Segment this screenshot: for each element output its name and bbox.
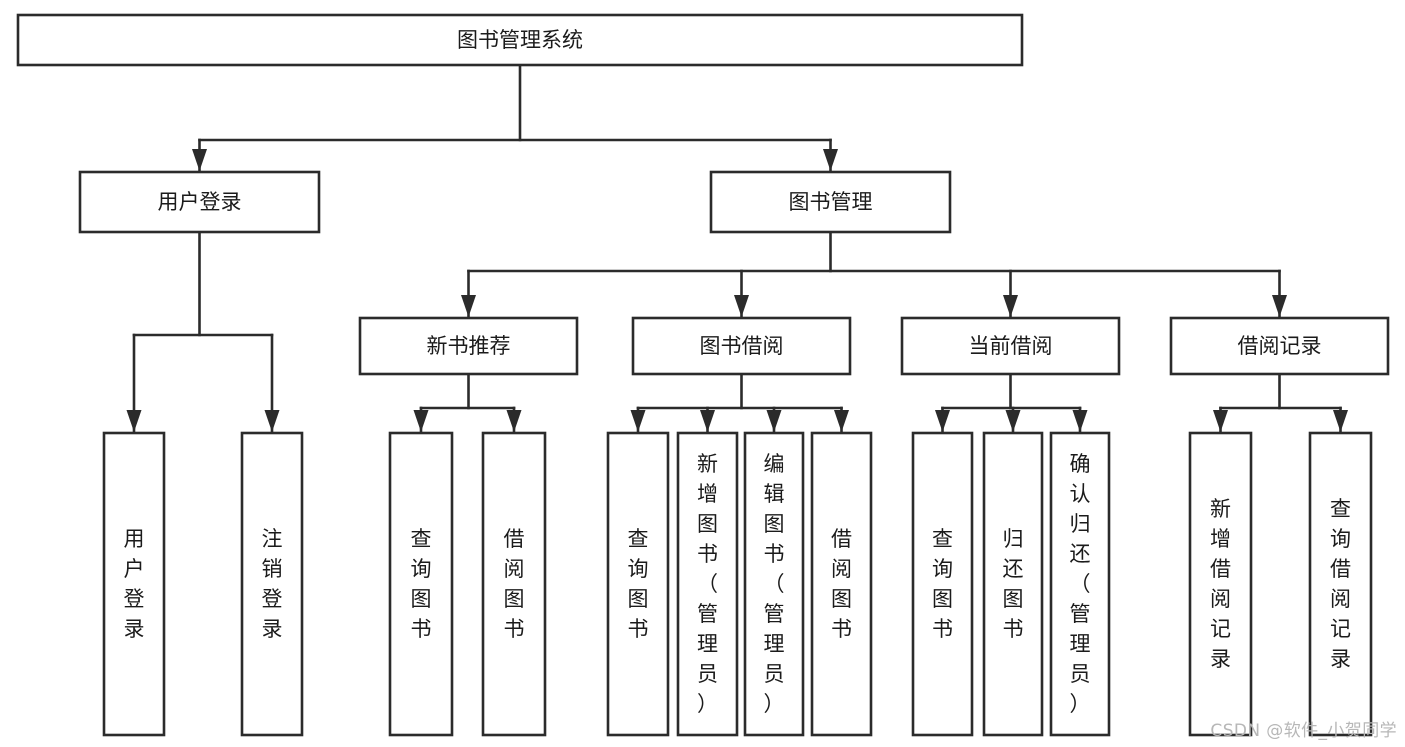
- node-box-root[interactable]: [16, 13, 1024, 67]
- node-box-new-book-recommend[interactable]: [358, 316, 579, 376]
- node-box-leaf-confirm-return[interactable]: [1049, 431, 1111, 737]
- node-label-leaf-user-login: 用户登录: [124, 527, 145, 641]
- node-label-leaf-query-book-3: 查询图书: [932, 527, 953, 641]
- node-box-borrow-records[interactable]: [1169, 316, 1390, 376]
- node-book-manage[interactable]: 图书管理: [709, 170, 952, 234]
- arrow-head-icon: [1003, 295, 1018, 317]
- node-leaf-borrow-book-2[interactable]: 借阅图书: [810, 431, 873, 737]
- node-label-new-book-recommend: 新书推荐: [427, 334, 511, 358]
- arrow-head-icon: [1213, 410, 1228, 432]
- node-box-leaf-add-record[interactable]: [1188, 431, 1253, 737]
- node-box-leaf-query-book-3[interactable]: [911, 431, 974, 737]
- node-box-book-borrow[interactable]: [631, 316, 852, 376]
- arrow-head-icon: [264, 410, 280, 432]
- node-box-user-login[interactable]: [78, 170, 321, 234]
- node-book-borrow[interactable]: 图书借阅: [631, 316, 852, 376]
- node-leaf-query-book-3[interactable]: 查询图书: [911, 431, 974, 737]
- node-label-book-manage: 图书管理: [789, 190, 873, 214]
- node-label-leaf-confirm-return: 确认归还（管理员）: [1070, 452, 1091, 716]
- arrow-head-icon: [192, 149, 207, 171]
- node-label-leaf-borrow-book-2: 借阅图书: [831, 527, 852, 641]
- arrow-head-icon: [1333, 410, 1348, 432]
- node-leaf-query-record[interactable]: 查询借阅记录: [1308, 431, 1373, 737]
- node-new-book-recommend[interactable]: 新书推荐: [358, 316, 579, 376]
- node-label-leaf-query-record: 查询借阅记录: [1330, 497, 1351, 671]
- node-label-leaf-user-logout: 注销登录: [262, 527, 283, 641]
- node-leaf-query-book-2[interactable]: 查询图书: [606, 431, 670, 737]
- node-box-leaf-query-book-2[interactable]: [606, 431, 670, 737]
- node-leaf-add-record[interactable]: 新增借阅记录: [1188, 431, 1253, 737]
- node-leaf-add-book[interactable]: 新增图书（管理员）: [676, 431, 739, 737]
- node-current-borrow[interactable]: 当前借阅: [900, 316, 1121, 376]
- node-user-login[interactable]: 用户登录: [78, 170, 321, 234]
- arrow-head-icon: [700, 410, 715, 432]
- node-label-leaf-borrow-book-1: 借阅图书: [504, 527, 525, 641]
- node-label-book-borrow: 图书借阅: [700, 334, 784, 358]
- arrow-head-icon: [1072, 410, 1088, 432]
- node-label-leaf-add-book: 新增图书（管理员）: [697, 452, 718, 716]
- node-label-leaf-query-book-2: 查询图书: [628, 527, 649, 641]
- node-label-root: 图书管理系统: [457, 28, 583, 52]
- arrow-head-icon: [823, 149, 838, 171]
- node-box-current-borrow[interactable]: [900, 316, 1121, 376]
- node-borrow-records[interactable]: 借阅记录: [1169, 316, 1390, 376]
- node-box-leaf-query-book-1[interactable]: [388, 431, 454, 737]
- arrow-head-icon: [834, 410, 849, 432]
- node-leaf-borrow-book-1[interactable]: 借阅图书: [481, 431, 547, 737]
- arrow-head-icon: [506, 410, 522, 432]
- node-leaf-user-login[interactable]: 用户登录: [102, 431, 166, 737]
- node-box-leaf-borrow-book-2[interactable]: [810, 431, 873, 737]
- arrow-head-icon: [1005, 410, 1021, 432]
- node-label-current-borrow: 当前借阅: [969, 334, 1053, 358]
- node-box-book-manage[interactable]: [709, 170, 952, 234]
- node-leaf-confirm-return[interactable]: 确认归还（管理员）: [1049, 431, 1111, 737]
- node-box-leaf-user-logout[interactable]: [240, 431, 304, 737]
- node-leaf-user-logout[interactable]: 注销登录: [240, 431, 304, 737]
- node-box-leaf-edit-book[interactable]: [743, 431, 805, 737]
- node-label-borrow-records: 借阅记录: [1238, 334, 1322, 358]
- node-box-leaf-query-record[interactable]: [1308, 431, 1373, 737]
- arrow-head-icon: [126, 410, 142, 432]
- node-box-leaf-user-login[interactable]: [102, 431, 166, 737]
- node-label-leaf-add-record: 新增借阅记录: [1210, 497, 1231, 671]
- node-box-leaf-return-book[interactable]: [982, 431, 1044, 737]
- node-label-leaf-query-book-1: 查询图书: [411, 527, 432, 641]
- node-layer: 图书管理系统用户登录用户登录注销登录图书管理新书推荐查询图书借阅图书图书借阅查询…: [16, 13, 1390, 737]
- arrow-head-icon: [734, 295, 749, 317]
- node-leaf-return-book[interactable]: 归还图书: [982, 431, 1044, 737]
- connector-layer: [126, 63, 1348, 434]
- arrow-head-icon: [630, 410, 646, 432]
- node-leaf-query-book-1[interactable]: 查询图书: [388, 431, 454, 737]
- node-label-leaf-edit-book: 编辑图书（管理员）: [764, 452, 785, 716]
- node-label-user-login: 用户登录: [158, 190, 242, 214]
- arrow-head-icon: [461, 295, 476, 317]
- arrow-head-icon: [766, 410, 782, 432]
- arrow-head-icon: [935, 410, 950, 432]
- node-box-leaf-add-book[interactable]: [676, 431, 739, 737]
- node-label-leaf-return-book: 归还图书: [1003, 527, 1024, 641]
- arrow-head-icon: [1272, 295, 1287, 317]
- arrow-head-icon: [413, 410, 429, 432]
- node-box-leaf-borrow-book-1[interactable]: [481, 431, 547, 737]
- node-root[interactable]: 图书管理系统: [16, 13, 1024, 67]
- node-leaf-edit-book[interactable]: 编辑图书（管理员）: [743, 431, 805, 737]
